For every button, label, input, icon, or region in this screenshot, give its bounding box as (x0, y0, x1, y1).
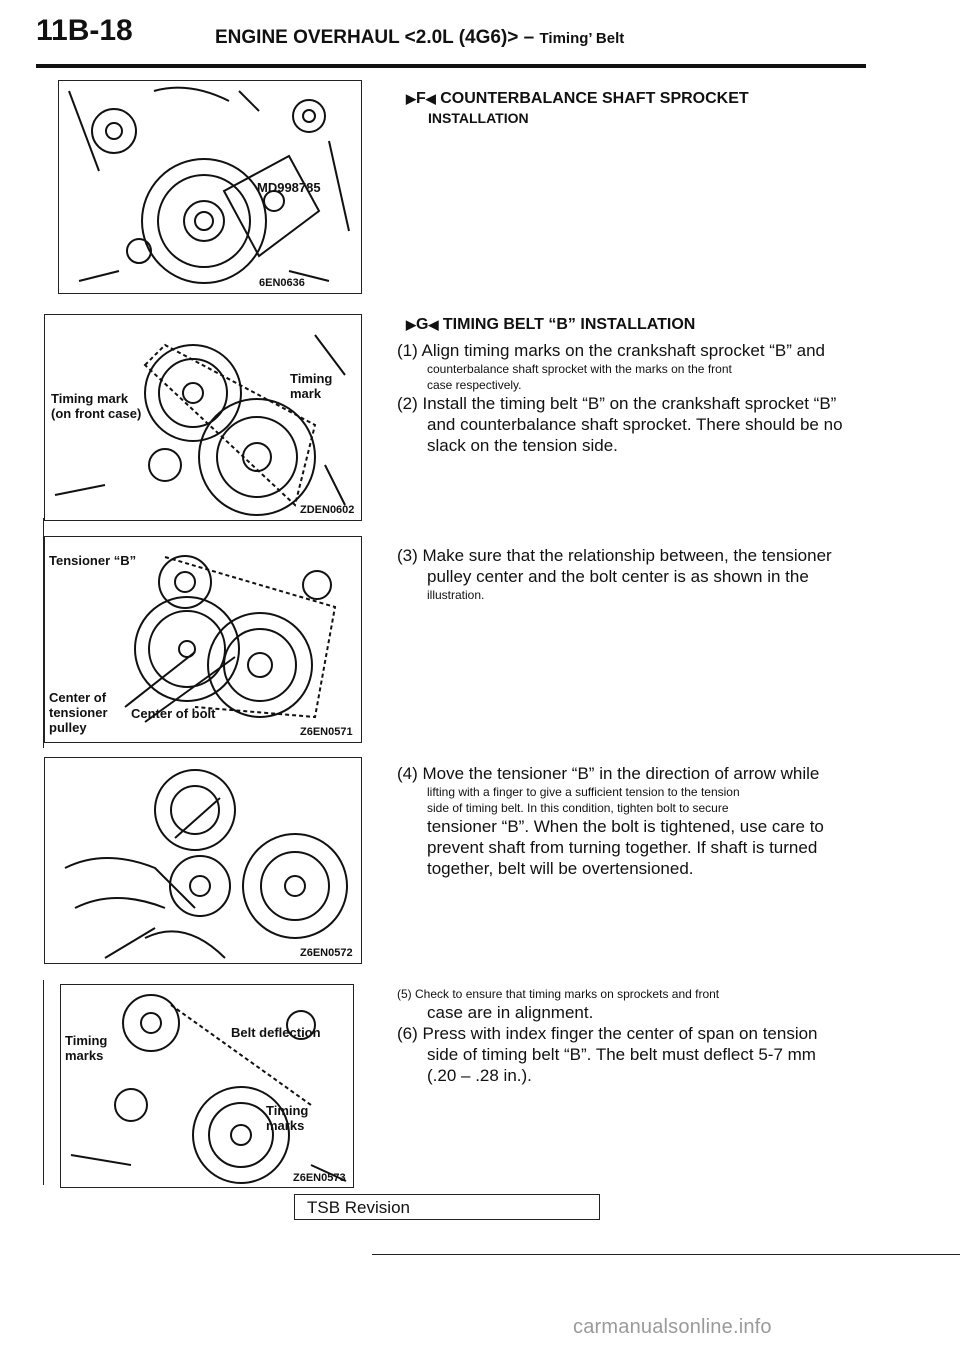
figure-5-code: Z6EN0573 (293, 1172, 346, 1184)
figure-3-label-4: Center of bolt (131, 706, 216, 721)
section-f-title-2: INSTALLATION (428, 110, 529, 126)
figure-2-drawing: Timing mark (on front case) Timing mark … (51, 334, 354, 516)
figure-2-label-1: (on front case) (51, 406, 141, 421)
step-4-line-3: side of timing belt. In this condition, … (427, 801, 729, 815)
step-5-line-2: case are in alignment. (427, 1003, 594, 1022)
step-4-line-4: tensioner “B”. When the bolt is tightene… (427, 817, 824, 836)
step-3-line-1: (3) Make sure that the relationship betw… (397, 546, 832, 565)
section-f-marker: F (416, 90, 426, 107)
step-4-line-1: (4) Move the tensioner “B” in the direct… (397, 764, 820, 783)
header-rule (36, 64, 866, 68)
figure-5-label-2: Belt deflection (231, 1025, 321, 1040)
section-g-heading: ▶G◀ TIMING BELT “B” INSTALLATION (406, 316, 695, 334)
step-2-line-3: slack on the tension side. (427, 436, 618, 455)
figure-3-label-2: tensioner (49, 705, 108, 720)
step-4: (4) Move the tensioner “B” in the direct… (397, 763, 867, 879)
step-3: (3) Make sure that the relationship betw… (397, 545, 867, 603)
steps-5-6: (5) Check to ensure that timing marks on… (397, 986, 867, 1086)
figure-5-label-4: marks (266, 1118, 304, 1133)
section-f-heading: ▶F◀ COUNTERBALANCE SHAFT SPROCKET (406, 90, 749, 108)
figure-4-drawing: Z6EN0572 (64, 769, 353, 959)
step-2-line-2: and counterbalance shaft sprocket. There… (427, 415, 843, 434)
step-6-line-3: (.20 – .28 in.). (427, 1066, 532, 1085)
play-left-icon: ◀ (425, 91, 436, 106)
play-right-icon: ▶ (406, 317, 416, 332)
figure-3-label-1: Center of (49, 690, 107, 705)
step-1-line-2: counterbalance shaft sprocket with the m… (427, 362, 732, 376)
step-4-line-5: prevent shaft from turning together. If … (427, 838, 818, 857)
figure-tensioner-position: Tensioner “B” Center of tensioner pulley… (44, 536, 362, 743)
step-2-line-1: (2) Install the timing belt “B” on the c… (397, 394, 837, 413)
section-f-title: COUNTERBALANCE SHAFT SPROCKET (440, 90, 749, 107)
figure-2-label-0: Timing mark (51, 391, 129, 406)
figure-2-label-2: Timing (290, 371, 332, 386)
figure-1-code: 6EN0636 (259, 277, 305, 289)
figure-3-drawing: Tensioner “B” Center of tensioner pulley… (49, 553, 353, 738)
step-6-line-2: side of timing belt “B”. The belt must d… (427, 1045, 816, 1064)
footer-rule (372, 1254, 960, 1255)
step-1-line-3: case respectively. (427, 378, 522, 392)
figure-belt-deflection: Timing marks Belt deflection Timing mark… (60, 984, 354, 1188)
play-left-icon: ◀ (428, 317, 439, 332)
play-right-icon: ▶ (406, 91, 416, 106)
tsb-revision-box: TSB Revision (294, 1194, 600, 1220)
figure-5-label-1: marks (65, 1048, 103, 1063)
step-6-line-1: (6) Press with index finger the center o… (397, 1024, 818, 1043)
step-1-line-1: (1) Align timing marks on the crankshaft… (397, 341, 826, 360)
section-g-title: TIMING BELT “B” INSTALLATION (442, 316, 696, 333)
figure-3-label-3: pulley (49, 720, 87, 735)
section-g-marker: G (416, 316, 429, 333)
step-4-line-6: together, belt will be overtensioned. (427, 859, 694, 878)
figure-tighten-tensioner: Z6EN0572 (44, 757, 362, 964)
figure-1-label-0: MD998785 (257, 180, 321, 195)
step-5-line-1: (5) Check to ensure that timing marks on… (397, 987, 720, 1001)
figure-5-label-3: Timing (266, 1103, 308, 1118)
step-4-line-2: lifting with a finger to give a sufficie… (427, 785, 740, 799)
page-number: 11B-18 (36, 14, 133, 47)
figure-5-label-0: Timing (65, 1033, 107, 1048)
title-main: ENGINE OVERHAUL <2.0L (4G6)> – (215, 27, 535, 48)
figure-5-drawing: Timing marks Belt deflection Timing mark… (65, 994, 347, 1184)
margin-rule (43, 518, 44, 748)
step-3-line-3: illustration. (427, 588, 485, 602)
figure-2-label-3: mark (290, 386, 322, 401)
margin-rule (43, 980, 44, 1185)
figure-4-code: Z6EN0572 (300, 947, 353, 959)
page-title: ENGINE OVERHAUL <2.0L (4G6)> – Timing’ B… (215, 27, 624, 49)
steps-1-2: (1) Align timing marks on the crankshaft… (397, 340, 867, 456)
figure-sprocket-tool: MD998785 6EN0636 (58, 80, 362, 294)
figure-3-code: Z6EN0571 (300, 726, 353, 738)
figure-3-label-0: Tensioner “B” (49, 553, 136, 568)
watermark: carmanualsonline.info (573, 1316, 772, 1338)
title-sub: Timing’ Belt (539, 30, 625, 47)
figure-timing-marks: Timing mark (on front case) Timing mark … (44, 314, 362, 521)
step-3-line-2: pulley center and the bolt center is as … (427, 567, 809, 586)
figure-1-drawing: MD998785 6EN0636 (68, 86, 350, 289)
figure-2-code: ZDEN0602 (300, 504, 354, 516)
